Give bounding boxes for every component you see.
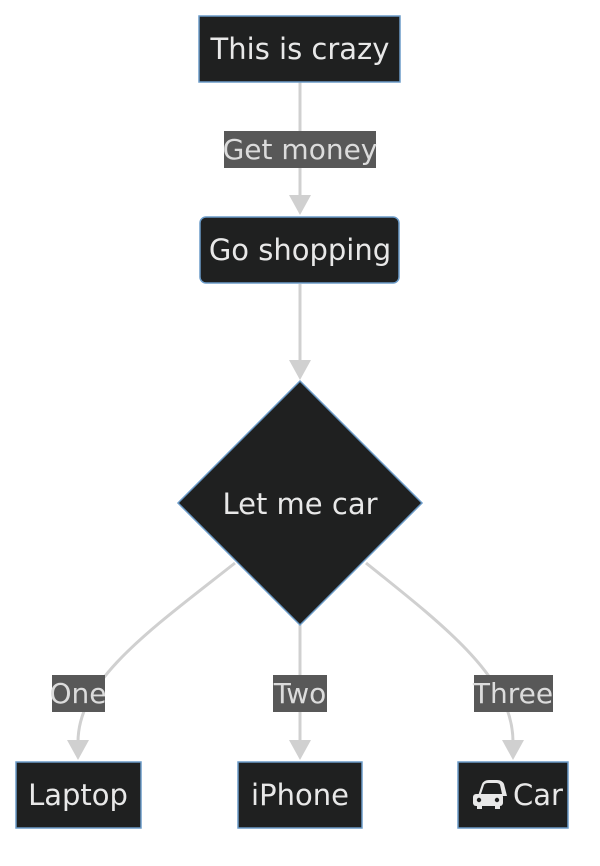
- node-label: This is crazy: [210, 32, 390, 66]
- node-this-is-crazy[interactable]: This is crazy: [198, 15, 401, 83]
- edge-label-text: Three: [472, 677, 553, 710]
- node-label: Go shopping: [209, 233, 391, 267]
- car-icon: [473, 780, 507, 809]
- arrowhead: [289, 360, 311, 380]
- edge-decision-to-laptop: [67, 561, 236, 760]
- arrowhead: [289, 195, 311, 215]
- edge-label-one: One: [49, 675, 107, 712]
- edge-label-get-money: Get money: [223, 131, 378, 168]
- node-label: Laptop: [28, 778, 128, 812]
- node-label: Let me car: [222, 487, 377, 521]
- node-label: Car: [513, 778, 563, 812]
- node-laptop[interactable]: Laptop: [15, 761, 142, 829]
- node-iphone[interactable]: iPhone: [237, 761, 363, 829]
- arrowhead: [502, 740, 524, 760]
- edge-label-text: One: [49, 677, 106, 710]
- edge-label-text: Two: [273, 677, 327, 710]
- arrowhead: [67, 740, 89, 760]
- edge-label-two: Two: [273, 675, 327, 712]
- edge-decision-to-car: [365, 561, 524, 760]
- edge-shopping-to-decision: [289, 284, 311, 380]
- arrowhead: [289, 740, 311, 760]
- node-label: iPhone: [251, 778, 349, 812]
- edge-label-text: Get money: [223, 133, 378, 166]
- node-car[interactable]: Car: [457, 761, 569, 829]
- node-let-me-car[interactable]: Let me car: [176, 379, 424, 627]
- edge-label-three: Three: [472, 675, 553, 712]
- node-go-shopping[interactable]: Go shopping: [199, 216, 400, 284]
